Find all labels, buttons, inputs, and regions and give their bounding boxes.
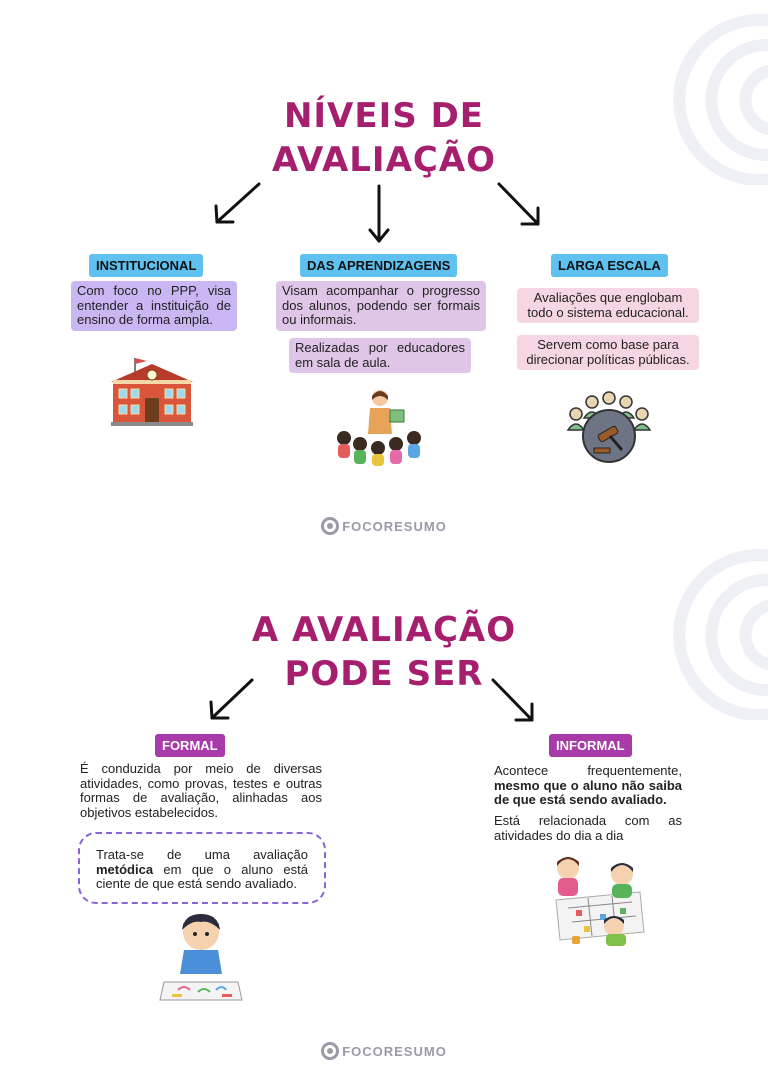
teacher-with-students-icon (337, 390, 421, 466)
arrow-down-left-icon (214, 182, 261, 224)
logo-icon (321, 1042, 340, 1060)
aprendizagens-description-2: Realizadas por educadores em sala de aul… (289, 338, 471, 373)
focoresumo-logo: FOCORESUMO (0, 517, 768, 535)
informal-text-bold: mesmo que o aluno não saiba de que está … (494, 777, 682, 807)
aprendizagens-description: Visam acompanhar o progresso dos alunos,… (276, 281, 486, 331)
logo-text: FOCORESUMO (342, 519, 447, 534)
child-drawing-icon (159, 914, 243, 1001)
tag-das-aprendizagens: DAS APRENDIZAGENS (300, 254, 458, 277)
tag-formal: FORMAL (155, 734, 225, 757)
section1-title-line2: AVALIAÇÃO (271, 140, 497, 180)
logo-icon (321, 517, 340, 535)
arrow-down-right-icon (491, 678, 534, 722)
people-with-gavel-icon (566, 391, 652, 463)
formal-box-text-bold: metódica (96, 861, 154, 877)
tag-institucional: INSTITUCIONAL (89, 254, 204, 277)
tag-informal: INFORMAL (549, 734, 632, 757)
swirl-decoration-icon (673, 14, 768, 185)
swirl-decoration-icon (673, 549, 768, 720)
informal-description-2: Está relacionada com as atividades do di… (494, 813, 682, 843)
children-playing-icon (555, 857, 645, 946)
section1-title: NÍVEIS DE AVALIAÇÃO (0, 94, 768, 182)
informal-text-pre: Acontece frequentemente, (494, 763, 682, 778)
formal-box-text-post: em que o aluno está ciente de que está s… (96, 861, 308, 891)
school-building-icon (111, 358, 193, 426)
informal-description: Acontece frequentemente, mesmo que o alu… (494, 763, 682, 808)
formal-box-text-pre: Trata-se de uma avaliação (96, 847, 308, 862)
tag-larga-escala: LARGA ESCALA (551, 254, 668, 277)
section1-title-line1: NÍVEIS DE (283, 96, 485, 136)
logo-text: FOCORESUMO (342, 1044, 447, 1059)
section2-title: A AVALIAÇÃO PODE SER (0, 608, 768, 696)
section2-title-line1: A AVALIAÇÃO (251, 610, 517, 650)
arrow-down-icon (368, 184, 390, 243)
section2-title-line2: PODE SER (284, 654, 484, 694)
formal-highlight-box: Trata-se de uma avaliação metódica em qu… (78, 832, 326, 904)
arrow-down-left-icon (209, 678, 254, 720)
larga-escala-description: Avaliações que englobam todo o sistema e… (517, 288, 699, 323)
institucional-description: Com foco no PPP, visa entender a institu… (71, 281, 237, 331)
arrow-down-right-icon (497, 182, 540, 226)
larga-escala-description-2: Servem como base para direcionar polític… (517, 335, 699, 370)
focoresumo-logo: FOCORESUMO (0, 1042, 768, 1060)
formal-description: É conduzida por meio de diversas ativida… (80, 761, 322, 820)
